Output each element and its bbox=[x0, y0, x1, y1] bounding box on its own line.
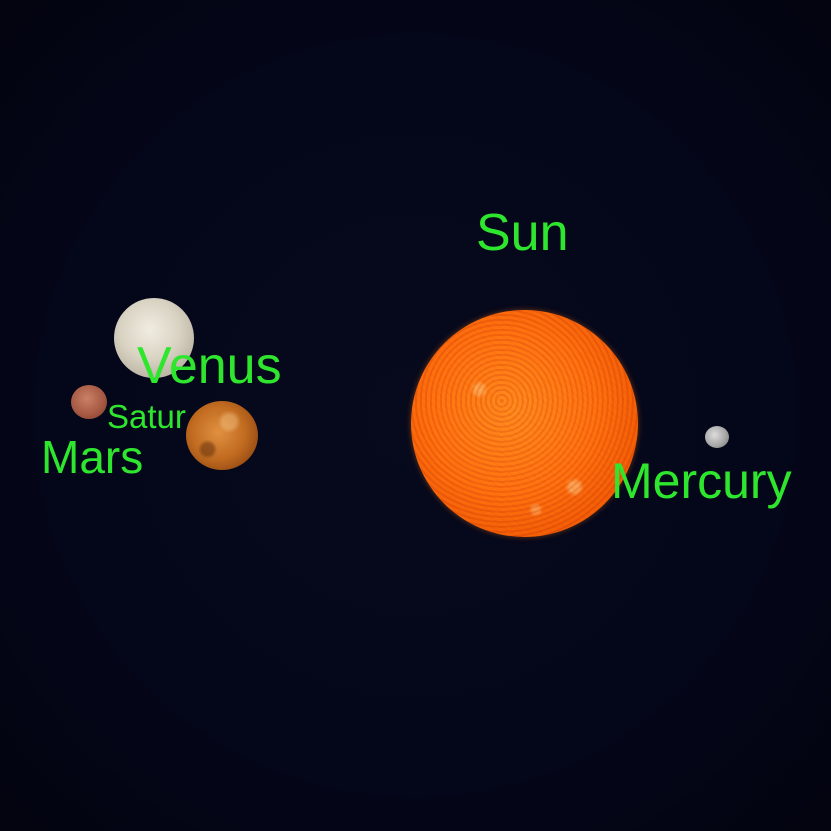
venus-planet bbox=[114, 298, 194, 378]
venus-label: Venus bbox=[137, 337, 282, 395]
sun-star bbox=[411, 310, 638, 537]
sun-label: Sun bbox=[476, 204, 569, 262]
saturn-label: Satur bbox=[107, 398, 186, 435]
mercury-planet bbox=[705, 426, 729, 448]
saturn-planet bbox=[186, 401, 258, 470]
mercury-label: Mercury bbox=[611, 453, 792, 509]
mars-label: Mars bbox=[41, 431, 144, 483]
mars-planet bbox=[71, 385, 107, 419]
